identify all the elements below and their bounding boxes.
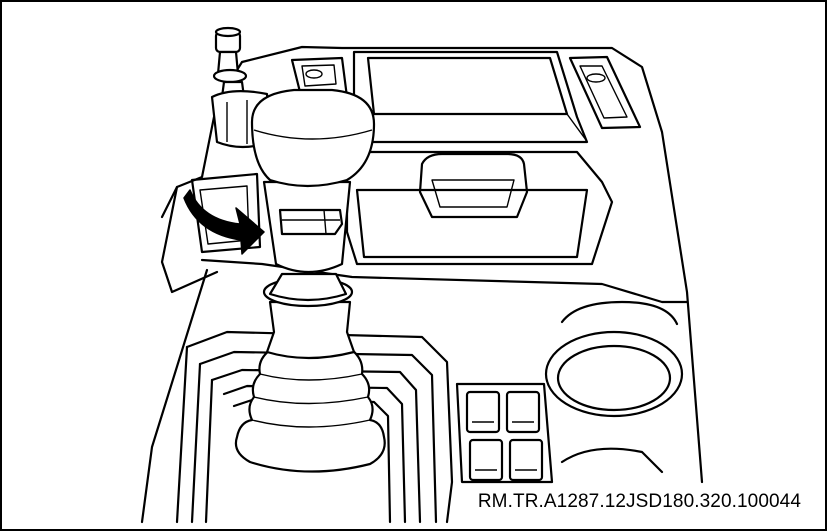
- shift-boot: [234, 348, 386, 473]
- rotation-arrow-icon: [183, 189, 265, 255]
- storage-compartment: [345, 150, 614, 266]
- small-lever: [210, 26, 272, 149]
- upper-display-panel: [352, 50, 589, 144]
- cup-holder: [544, 300, 684, 474]
- knob-release-button: [278, 208, 344, 236]
- shifter-base: [140, 268, 454, 524]
- figure-reference-id: RM.TR.A1287.12JSD180.320.100044: [471, 489, 807, 515]
- window-switch-cluster: [455, 382, 554, 484]
